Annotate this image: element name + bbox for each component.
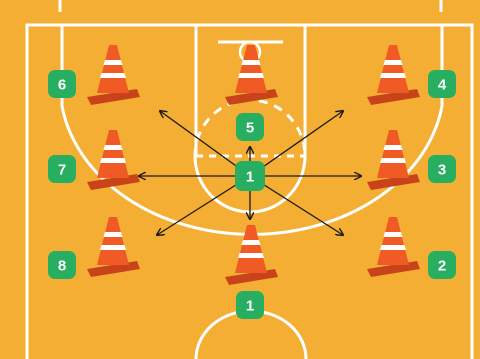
cone-stripe-upper (242, 240, 261, 245)
station-badge-six: 6 (48, 70, 76, 98)
cone-stripe-upper (242, 60, 261, 65)
station-label: 6 (58, 77, 66, 94)
station-badge-three: 3 (428, 155, 456, 183)
cone-stripe-upper (384, 232, 403, 237)
cone-stripe-upper (384, 145, 403, 150)
cone-stripe-lower (380, 245, 406, 250)
station-label: 1 (246, 169, 254, 186)
station-badge-eight: 8 (48, 251, 76, 279)
station-label: 5 (246, 120, 254, 137)
station-badge-four: 4 (428, 70, 456, 98)
station-label: 7 (58, 162, 66, 179)
cone-stripe-lower (100, 158, 126, 163)
station-badge-two: 2 (428, 251, 456, 279)
station-badge-seven: 7 (48, 155, 76, 183)
cone-stripe-upper (384, 60, 403, 65)
cone-stripe-upper (104, 145, 123, 150)
cone-stripe-lower (380, 73, 406, 78)
station-badge-five: 5 (236, 113, 264, 141)
cone-stripe-lower (100, 73, 126, 78)
cone-stripe-lower (100, 245, 126, 250)
station-badge-center: 1 (235, 161, 265, 191)
cone-stripe-upper (104, 232, 123, 237)
station-label: 2 (438, 258, 446, 275)
cone-stripe-lower (238, 73, 264, 78)
station-label: 8 (58, 258, 66, 275)
cone-stripe-lower (380, 158, 406, 163)
station-label: 4 (438, 77, 447, 94)
station-badge-start: 1 (236, 291, 264, 319)
station-label: 3 (438, 162, 446, 179)
cone-stripe-upper (104, 60, 123, 65)
station-label: 1 (246, 298, 254, 315)
cone-stripe-lower (238, 253, 264, 258)
